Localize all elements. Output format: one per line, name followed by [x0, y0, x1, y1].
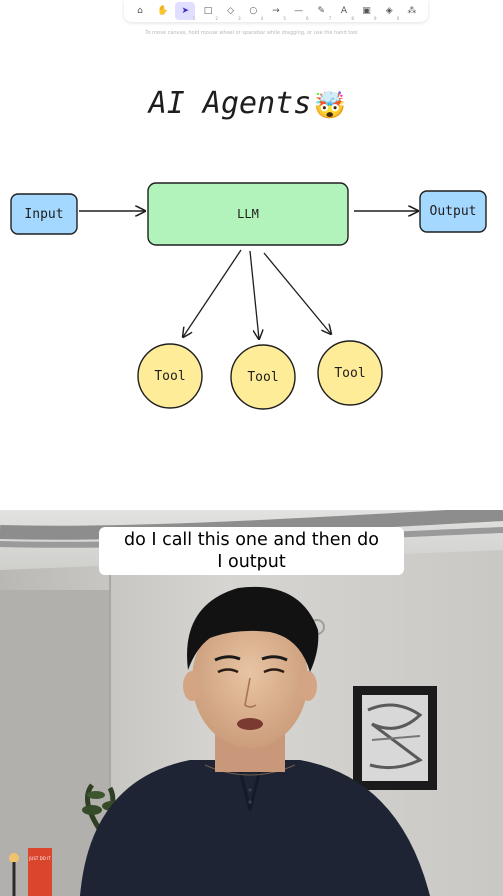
- book: JUST DO IT: [28, 848, 52, 896]
- text-icon: A: [340, 6, 347, 16]
- arrow-icon: →: [272, 6, 280, 16]
- image-icon: ▣: [362, 6, 371, 16]
- ai-agents-diagram: AI Agents 🤯 Input LLM Output Tool: [10, 86, 487, 410]
- llm-node[interactable]: LLM: [147, 182, 349, 246]
- toolbar-lock-button[interactable]: ⌂: [130, 2, 150, 20]
- eraser-icon: ◈: [385, 6, 393, 16]
- lock-icon: ⌂: [137, 6, 143, 16]
- toolbar-diamond-button[interactable]: ◇3: [221, 2, 241, 21]
- toolbar-hand-button[interactable]: ✋: [153, 2, 173, 20]
- extra-tools-icon: ⁂: [407, 6, 417, 16]
- toolbar-shortcut-key: 5: [283, 16, 286, 21]
- toolbar-extra-tools-button[interactable]: ⁂: [402, 2, 422, 20]
- toolbar-rectangle-button[interactable]: □2: [198, 2, 218, 21]
- toolbar-shortcut-key: 0: [396, 16, 400, 21]
- hand-icon: ✋: [157, 6, 169, 16]
- rectangle-icon: □: [203, 6, 213, 16]
- arrow-llm-to-tool-3: [263, 252, 331, 334]
- tool-node-2-label: Tool: [247, 370, 278, 385]
- video-caption: do I call this one and then do I output: [99, 527, 404, 575]
- presenter: [80, 586, 430, 896]
- wall-picture-frame: [353, 686, 437, 790]
- toolbar-shortcut-key: 9: [374, 16, 377, 21]
- input-node[interactable]: Input: [10, 193, 78, 235]
- llm-node-label: LLM: [237, 207, 259, 221]
- toolbar-shortcut-key: 3: [238, 16, 241, 21]
- output-node-label: Output: [430, 204, 477, 219]
- toolbar-shortcut-key: 4: [260, 16, 264, 21]
- toolbar-selection-cursor-button[interactable]: ➤1: [175, 2, 196, 21]
- book-label: JUST DO IT: [28, 856, 51, 861]
- input-node-label: Input: [24, 207, 63, 222]
- toolbar-shortcut-key: 1: [192, 16, 196, 21]
- ellipse-icon: ○: [249, 6, 258, 16]
- toolbar-shortcut-key: 2: [215, 16, 218, 21]
- tool-node-3-label: Tool: [334, 366, 365, 381]
- caption-line-2: I output: [217, 552, 286, 572]
- desk-lamp-icon: [9, 853, 19, 863]
- caption-line-1: do I call this one and then do: [123, 530, 380, 550]
- toolbar-line-button[interactable]: —6: [289, 2, 309, 21]
- tool-node-3[interactable]: Tool: [317, 340, 383, 406]
- pencil-icon: ✎: [317, 6, 326, 16]
- toolbar-shortcut-key: 7: [328, 16, 332, 21]
- arrow-llm-to-tool-2: [249, 250, 259, 339]
- canvas-hint-text: To move canvas, hold mouse wheel or spac…: [145, 30, 358, 36]
- output-node[interactable]: Output: [419, 190, 487, 233]
- diamond-icon: ◇: [227, 6, 235, 16]
- toolbar-eraser-button[interactable]: ◈0: [379, 2, 400, 21]
- toolbar-shortcut-key: 6: [306, 16, 309, 21]
- toolbar-image-button[interactable]: ▣9: [357, 2, 377, 21]
- diagram-title: AI Agents: [147, 86, 312, 121]
- tool-node-2[interactable]: Tool: [230, 344, 296, 410]
- selection-cursor-icon: ➤: [181, 6, 190, 16]
- toolbar-pencil-button[interactable]: ✎7: [311, 2, 332, 21]
- tool-node-1-label: Tool: [154, 369, 185, 384]
- arrow-llm-to-tool-1: [183, 249, 242, 337]
- line-icon: —: [294, 6, 304, 16]
- mind-blown-emoji-icon: 🤯: [314, 90, 346, 121]
- toolbar-arrow-button[interactable]: →5: [266, 2, 286, 21]
- toolbar-ellipse-button[interactable]: ○4: [243, 2, 264, 21]
- tool-node-1[interactable]: Tool: [137, 343, 203, 409]
- toolbar-shortcut-key: 8: [351, 16, 354, 21]
